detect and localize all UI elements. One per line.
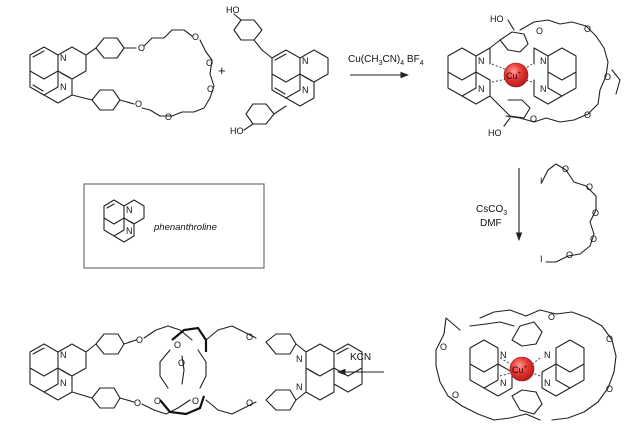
phenanthroline-structure — [103, 199, 145, 243]
nitrogen-label: N — [296, 354, 303, 364]
oxygen-label: O — [174, 340, 181, 350]
oxygen-label: O — [178, 358, 185, 368]
oxygen-label: O — [246, 332, 253, 342]
nitrogen-label: N — [478, 84, 485, 94]
oxygen-label: O — [584, 24, 591, 34]
nitrogen-label: N — [540, 84, 547, 94]
copper-ion — [503, 62, 529, 88]
oxygen-label: O — [165, 112, 172, 122]
nitrogen-label: N — [302, 56, 309, 66]
oxygen-label: O — [134, 398, 141, 408]
nitrogen-label: N — [478, 56, 485, 66]
oxygen-label: O — [606, 334, 613, 344]
oxygen-label: O — [536, 26, 543, 36]
reagent-dmf: DMF — [480, 218, 502, 229]
oxygen-label: O — [566, 250, 573, 260]
oxygen-label: O — [206, 58, 213, 68]
macrocycle-reactant — [29, 29, 215, 117]
oxygen-label: O — [530, 114, 537, 124]
oxygen-label: O — [192, 32, 199, 42]
oxygen-label: O — [590, 234, 597, 244]
oxygen-label: O — [246, 398, 253, 408]
nitrogen-label: N — [60, 53, 67, 63]
bisphenol-phenanthroline — [233, 13, 329, 131]
oxygen-label: O — [586, 182, 593, 192]
phenanthroline-label: phenanthroline — [153, 222, 217, 233]
copper-precatenane-complex — [447, 19, 621, 127]
hydroxyl-label: HO — [230, 126, 244, 136]
oxygen-label: O — [207, 84, 214, 94]
copper-label: Cu+ — [506, 71, 522, 81]
iodine-label: I — [540, 176, 543, 186]
copper-label: Cu+ — [512, 365, 528, 375]
reagent-copper-salt: Cu(CH3CN)4 BF4 — [348, 54, 424, 67]
nitrogen-label: N — [500, 350, 507, 360]
nitrogen-label: N — [60, 350, 67, 360]
nitrogen-label: N — [296, 382, 303, 392]
nitrogen-label: N — [126, 226, 133, 236]
nitrogen-label: N — [60, 82, 67, 92]
oxygen-label: O — [440, 342, 447, 352]
oxygen-label: O — [154, 396, 161, 406]
oxygen-label: O — [138, 43, 145, 53]
oxygen-label: O — [192, 396, 199, 406]
oxygen-label: O — [452, 390, 459, 400]
nitrogen-label: N — [544, 378, 551, 388]
oxygen-label: O — [562, 164, 569, 174]
oxygen-label: O — [584, 110, 591, 120]
legend-box — [83, 183, 265, 269]
nitrogen-label: N — [540, 56, 547, 66]
hydroxyl-label: HO — [488, 128, 502, 138]
oxygen-label: O — [606, 384, 613, 394]
iodine-label: I — [540, 254, 543, 264]
oxygen-label: O — [604, 72, 611, 82]
nitrogen-label: N — [60, 378, 67, 388]
hydroxyl-label: HO — [226, 5, 240, 15]
diiodo-polyether — [541, 163, 597, 263]
plus-sign: + — [218, 63, 226, 78]
oxygen-label: O — [135, 99, 142, 109]
hydroxyl-label: HO — [490, 14, 504, 24]
reagent-cesium-carbonate: CsCO3 — [476, 204, 507, 217]
nitrogen-label: N — [302, 85, 309, 95]
copper-ion — [509, 356, 535, 382]
oxygen-label: O — [548, 312, 555, 322]
nitrogen-label: N — [544, 350, 551, 360]
oxygen-label: O — [592, 208, 599, 218]
nitrogen-label: N — [126, 205, 133, 215]
catenane-product — [29, 325, 363, 416]
oxygen-label: O — [136, 335, 143, 345]
reagent-kcn: KCN — [350, 352, 371, 363]
nitrogen-label: N — [500, 378, 507, 388]
